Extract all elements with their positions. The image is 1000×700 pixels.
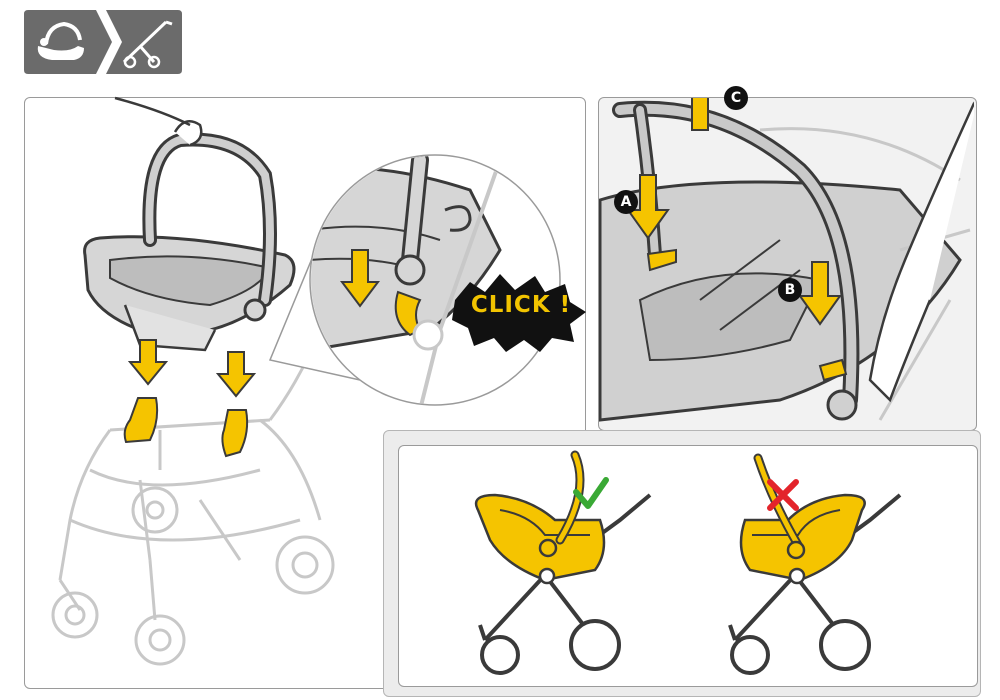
infant-car-seat-icon [24, 10, 112, 74]
click-burst [452, 274, 586, 352]
stroller-frame-icon [106, 10, 182, 74]
infant-car-seat [83, 96, 296, 352]
click-label: CLICK ! [470, 292, 572, 318]
check-mark-icon [573, 477, 609, 509]
step-c-badge: C [724, 86, 748, 110]
stroller-frame [51, 329, 335, 666]
step-a-badge: A [614, 190, 638, 214]
correct-orientation [474, 450, 652, 675]
stroller-adapters [123, 397, 249, 458]
incorrect-orientation [728, 453, 902, 675]
cross-mark-icon [767, 479, 799, 511]
zoom-callout [268, 154, 561, 406]
lower-seat-arrows [127, 339, 257, 398]
step-b-badge: B [778, 278, 802, 302]
